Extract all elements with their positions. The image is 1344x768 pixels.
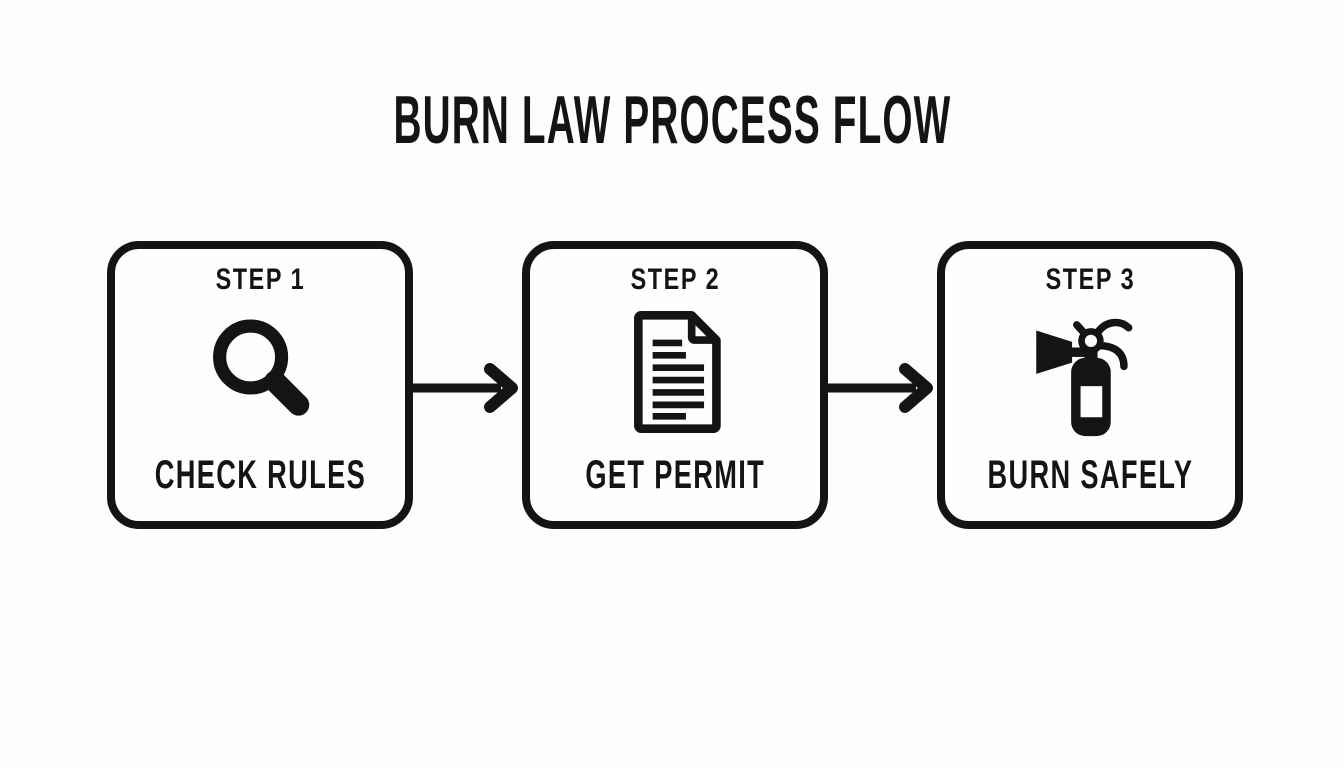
step-1-action-label: CHECK RULES — [154, 453, 366, 497]
step-2-label: STEP 2 — [630, 263, 720, 296]
step-2-action-label: GET PERMIT — [585, 453, 765, 497]
page-title-text: BURN LAW PROCESS FLOW — [393, 82, 951, 158]
step-1-icon-wrap — [199, 296, 321, 453]
flow-step-2-box: STEP 2 GET PERMIT — [522, 241, 828, 529]
page-title: BURN LAW PROCESS FLOW — [0, 86, 1344, 154]
fire-extinguisher-icon — [1027, 306, 1153, 443]
arrow-right-icon — [413, 358, 522, 418]
flow-step-3-box: STEP 3 — [937, 241, 1243, 529]
document-icon — [625, 307, 725, 442]
step-1-label: STEP 1 — [215, 263, 305, 296]
step-3-action-label: BURN SAFELY — [987, 453, 1193, 497]
step-3-icon-wrap — [1027, 296, 1153, 453]
flow-step-1-box: STEP 1 CHECK RULES — [107, 241, 413, 529]
arrow-right-icon — [828, 358, 937, 418]
step-3-label: STEP 3 — [1045, 263, 1135, 296]
step-2-icon-wrap — [625, 296, 725, 453]
magnifier-icon — [199, 311, 321, 438]
